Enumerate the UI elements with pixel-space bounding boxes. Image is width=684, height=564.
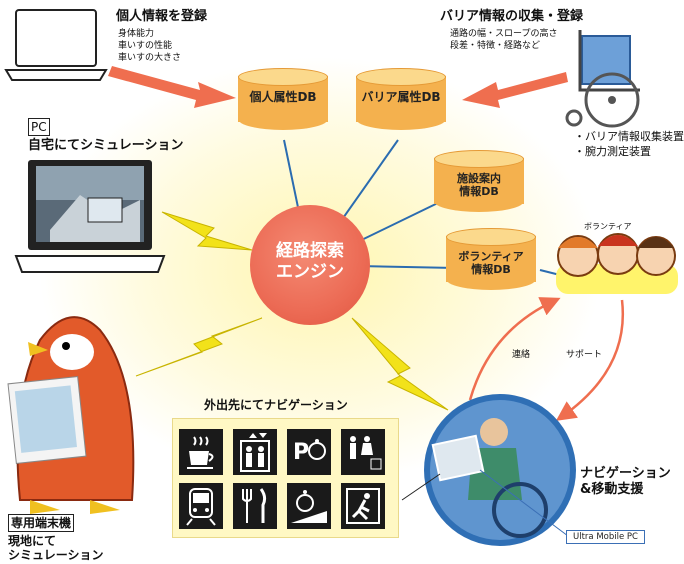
register-title: 個人情報を登録 [116, 9, 208, 24]
pc-caption: 自宅にてシミュレーション [28, 138, 184, 153]
engine-label: 経路探索 エンジン [276, 241, 344, 283]
lightning-navigation [351, 317, 449, 411]
arrow-register-to-personal-db [108, 66, 236, 108]
terminal-caption: 現地にて シミュレーション [8, 534, 104, 562]
register-item: 車いすの性能 [118, 41, 173, 51]
lightning-pc [161, 211, 253, 251]
svg-text:P: P [293, 440, 309, 465]
barrier-db: バリア属性DB [356, 68, 446, 130]
terminal-tag: 専用端末機 [8, 514, 75, 532]
personal-db: 個人属性DB [238, 68, 328, 130]
volunteer-label: ボランティア [584, 222, 632, 231]
pictogram-panel: P [172, 418, 399, 538]
slope-icon [287, 483, 331, 529]
barrier-db-label: バリア属性DB [361, 90, 441, 104]
volunteers-illustration [556, 233, 678, 294]
register-item: 車いすの大きさ [118, 53, 182, 63]
wheelchair-illustration [565, 30, 640, 128]
navigation-support-label: ナビゲーション &移動支援 [580, 466, 671, 497]
volunteer-db: ボランティア 情報DB [446, 228, 536, 290]
accessible-parking-icon: P [287, 429, 331, 475]
facility-db-label: 施設案内 情報DB [457, 172, 501, 199]
contact-label: 連絡 [512, 350, 531, 360]
arrow-contact [468, 297, 561, 401]
register-item: 身体能力 [118, 29, 155, 39]
lightning-terminal [135, 317, 263, 377]
arrow-barrier-to-barrier-db [462, 72, 568, 108]
outside-navigation-title: 外出先にてナビゲーション [204, 398, 348, 412]
laptop-register-illustration [4, 9, 108, 81]
train-icon [179, 483, 223, 529]
penguin-terminal-illustration [7, 316, 135, 514]
barrier-collect-item: 通路の幅・スロープの高さ [450, 29, 558, 39]
personal-db-label: 個人属性DB [249, 90, 317, 104]
support-label: サポート [566, 350, 603, 360]
elevator-icon [233, 429, 277, 475]
device-item: ・腕力測定装置 [574, 145, 651, 158]
device-item: ・バリア情報収集装置 [574, 130, 684, 143]
arrow-support [555, 299, 625, 421]
facility-db: 施設案内 情報DB [434, 150, 524, 212]
route-search-engine: 経路探索 エンジン [250, 205, 370, 325]
volunteer-db-label: ボランティア 情報DB [458, 250, 524, 277]
coffee-icon [179, 429, 223, 475]
pc-tag: PC [28, 118, 50, 136]
barrier-collect-title: バリア情報の収集・登録 [440, 9, 584, 24]
restaurant-icon [233, 483, 277, 529]
ultra-mobile-pc-label: Ultra Mobile PC [566, 530, 645, 544]
navigation-scene-illustration [401, 394, 576, 546]
barrier-collect-item: 段差・特徴・経路など [450, 41, 541, 51]
restroom-icon [341, 429, 385, 475]
laptop-simulation-illustration [14, 160, 166, 273]
emergency-exit-icon [341, 483, 385, 529]
